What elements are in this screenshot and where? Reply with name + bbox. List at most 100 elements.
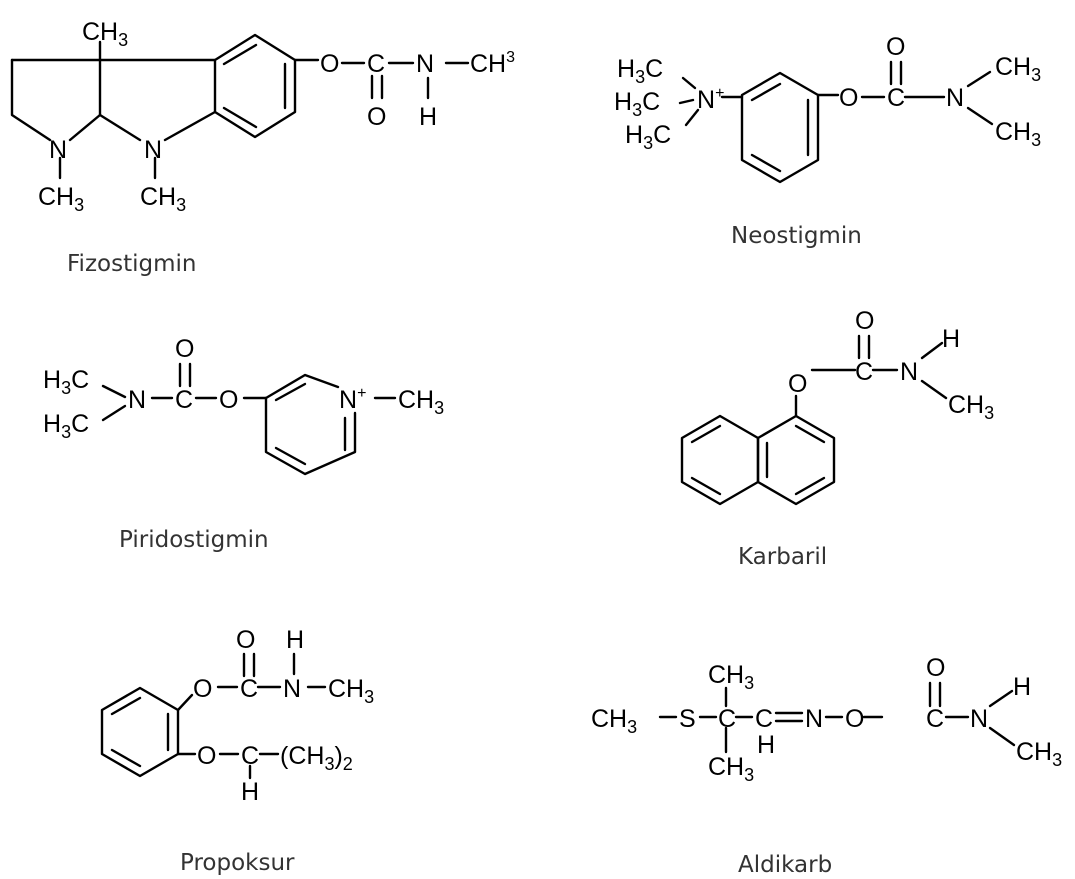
structure-piridostigmin: H3C H3C N C O O N+ CH3 Piridostigmin [43,335,444,553]
bond [110,748,142,768]
structure-karbaril: O C O N H CH3 Karbaril [680,307,994,570]
caption-karbaril: Karbaril [738,544,827,570]
atom-label: C [755,705,773,733]
bond [690,424,722,444]
bond [98,113,142,142]
caption-propoksur: Propoksur [180,850,295,876]
atom-label: N [805,705,823,733]
atom-label: O [845,705,864,733]
bond [176,693,194,712]
bond [988,726,1016,747]
bond [756,414,836,506]
bond [740,71,820,184]
atom-label: N [970,705,988,733]
atom-label: H3C [614,88,660,120]
bond [690,476,722,496]
bond [68,113,102,142]
structure-propoksur: O H O C N CH3 O C (CH3)2 H Propoksur [100,626,374,876]
atom-label: CH3 [708,661,754,693]
atom-label: CH3 [328,675,374,707]
bond [750,153,782,173]
bond [264,396,357,476]
atom-label: C [175,386,193,414]
caption-aldikarb: Aldikarb [738,852,832,878]
atom-label: O [367,103,386,131]
atom-label: H3C [43,366,89,398]
bond [678,98,695,105]
atom-label: S [679,705,696,733]
atom-label: N [283,675,301,703]
bond [274,446,307,466]
atom-label: CH3 [140,183,186,215]
caption-neostigmin: Neostigmin [731,223,862,249]
atom-label: O [855,307,874,335]
bond [966,106,994,126]
bond [213,33,297,139]
atom-label: H [1013,673,1031,701]
atom-label: CH3 [948,391,994,423]
bond [794,476,826,496]
atom-label: CH3 [398,386,444,418]
bond [920,379,948,400]
atom-label: O [175,335,194,363]
caption-fizostigmin: Fizostigmin [67,251,196,277]
atom-label: N [128,386,146,414]
bond [101,384,127,399]
atom-label: N [49,136,67,164]
bond [794,424,826,444]
atom-label: C [240,675,258,703]
atom-label: O [197,742,216,770]
atom-label: CH3 [82,18,128,50]
bond [684,108,700,127]
atom-label: O [839,84,858,112]
bond [163,110,217,142]
atom-label: N+ [697,85,724,114]
atom-label: C [367,50,385,78]
atom-label: H [241,778,259,806]
atom-label: N [144,136,162,164]
atom-label: CH3 [995,53,1041,85]
atom-label: H3C [43,410,89,442]
atom-label: O [320,50,339,78]
atom-label: O [788,370,807,398]
atom-label: C [855,358,873,386]
atom-label: O [926,654,945,682]
atom-label: N [900,358,918,386]
structure-fizostigmin: CH3 N N CH3 CH3 O C N CH3 O H Fizostigmi… [10,18,515,277]
caption-piridostigmin: Piridostigmin [119,527,269,553]
atom-label: C [887,84,905,112]
atom-label: CH3 [995,118,1041,150]
atom-label: H [757,731,775,759]
atom-label: CH3 [1016,738,1062,770]
atom-label: C [926,705,944,733]
atom-label: CH3 [591,705,637,737]
bond [100,686,180,778]
atom-label: H3C [625,121,671,153]
atom-label: CH3 [38,183,84,215]
atom-label: CH3 [708,753,754,785]
bond [10,58,52,142]
atom-label: N [946,84,964,112]
bond [681,76,697,90]
atom-label: C [718,705,736,733]
bond [274,382,307,402]
bond [680,414,760,506]
structure-aldikarb: CH3 S C CH3 CH3 C H N O C O N H CH3 Aldi… [591,654,1062,878]
bond [750,82,782,102]
bond [920,341,944,360]
bond [222,106,258,129]
atom-label: H [286,626,304,654]
atom-label: H3C [617,55,663,87]
bond [222,43,258,66]
atom-label: (CH3)2 [280,742,353,774]
bond [110,696,142,716]
bond [988,689,1014,708]
bond [264,373,340,400]
atom-label: O [219,386,238,414]
atom-label: H [419,103,437,131]
atom-label: O [236,626,255,654]
atom-label: N+ [339,385,366,414]
bond [101,404,127,422]
atom-label: H [942,325,960,353]
